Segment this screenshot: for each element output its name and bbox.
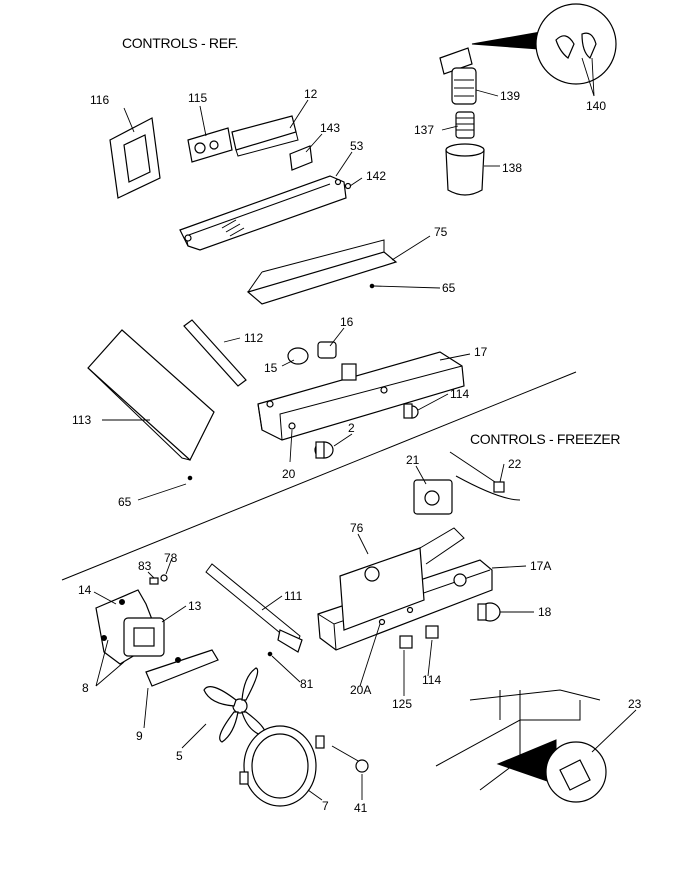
part-113-channel xyxy=(87,329,215,461)
part-111-heater xyxy=(205,563,303,653)
label-7: 7 xyxy=(322,799,329,813)
part-18-knob xyxy=(477,602,501,622)
label-14: 14 xyxy=(78,583,92,597)
label-125: 125 xyxy=(392,697,412,711)
part-2-knob xyxy=(314,441,334,459)
label-16: 16 xyxy=(340,315,354,329)
part-137-spring xyxy=(455,111,475,139)
part-140-detail-circle xyxy=(471,3,617,85)
part-139-valve xyxy=(439,47,477,105)
part-22-sensor-wire xyxy=(449,451,521,501)
part-17-housing xyxy=(257,351,465,441)
label-65-upper: 65 xyxy=(442,281,456,295)
label-41: 41 xyxy=(354,801,368,815)
label-21: 21 xyxy=(406,453,420,467)
label-13: 13 xyxy=(188,599,202,613)
label-116: 116 xyxy=(90,93,109,107)
part-9-support xyxy=(145,649,219,687)
part-21-thermostat xyxy=(413,479,453,515)
label-112: 112 xyxy=(244,331,263,345)
label-2: 2 xyxy=(348,421,355,435)
part-115-thermostat xyxy=(187,127,233,163)
label-114-freezer: 114 xyxy=(422,673,441,687)
part-16-socket xyxy=(317,341,337,359)
label-15: 15 xyxy=(264,361,278,375)
label-113: 113 xyxy=(72,413,91,427)
label-137: 137 xyxy=(414,123,434,137)
heading-controls-ref: CONTROLS - REF. xyxy=(122,35,238,51)
label-8: 8 xyxy=(82,681,89,695)
label-65-lower: 65 xyxy=(118,495,132,509)
label-138: 138 xyxy=(502,161,522,175)
leader-lines xyxy=(93,57,637,801)
label-12: 12 xyxy=(304,87,318,101)
section-divider-line xyxy=(61,371,577,581)
label-5: 5 xyxy=(176,749,183,763)
part-41-screw xyxy=(331,745,369,773)
part-116-gasket xyxy=(109,117,161,199)
part-114-knob-ref xyxy=(403,403,419,419)
part-114-knob-freezer xyxy=(425,625,439,639)
label-139: 139 xyxy=(500,89,520,103)
label-17A: 17A xyxy=(530,559,551,573)
part-12-cover xyxy=(231,115,299,157)
label-143: 143 xyxy=(320,121,340,135)
label-53: 53 xyxy=(350,139,364,153)
label-115: 115 xyxy=(188,91,207,105)
part-125-knob xyxy=(399,635,413,649)
label-18: 18 xyxy=(538,605,552,619)
part-138-cap xyxy=(445,143,485,196)
label-20: 20 xyxy=(282,467,296,481)
label-81: 81 xyxy=(300,677,314,691)
label-9: 9 xyxy=(136,729,143,743)
callout-labels: 116 115 12 143 53 142 139 140 137 138 75… xyxy=(72,87,642,815)
part-142-screw xyxy=(344,182,352,190)
part-7-fan-shroud xyxy=(239,725,325,807)
label-78: 78 xyxy=(164,551,178,565)
label-114-ref: 114 xyxy=(450,387,469,401)
label-17: 17 xyxy=(474,345,488,359)
part-5-fan-blade xyxy=(203,667,266,743)
part-65-screw-top xyxy=(369,283,375,289)
label-75: 75 xyxy=(434,225,448,239)
heading-controls-freezer: CONTROLS - FREEZER xyxy=(470,431,620,447)
label-140: 140 xyxy=(586,99,606,113)
label-83: 83 xyxy=(138,559,152,573)
part-78-screw xyxy=(160,574,168,582)
part-23-detail xyxy=(435,689,607,803)
label-111: 111 xyxy=(284,589,303,603)
part-53-control-housing xyxy=(179,175,347,251)
label-20A: 20A xyxy=(350,683,371,697)
label-76: 76 xyxy=(350,521,364,535)
label-22: 22 xyxy=(508,457,522,471)
part-112-tube xyxy=(183,319,247,387)
label-142: 142 xyxy=(366,169,386,183)
part-81-screw xyxy=(267,651,273,657)
part-76-bracket xyxy=(339,527,465,631)
part-75-plate xyxy=(246,239,398,305)
part-65-screw-bottom xyxy=(187,475,193,481)
label-23: 23 xyxy=(628,697,642,711)
part-83-clip xyxy=(149,577,159,585)
part-13-fan-motor xyxy=(123,617,165,657)
